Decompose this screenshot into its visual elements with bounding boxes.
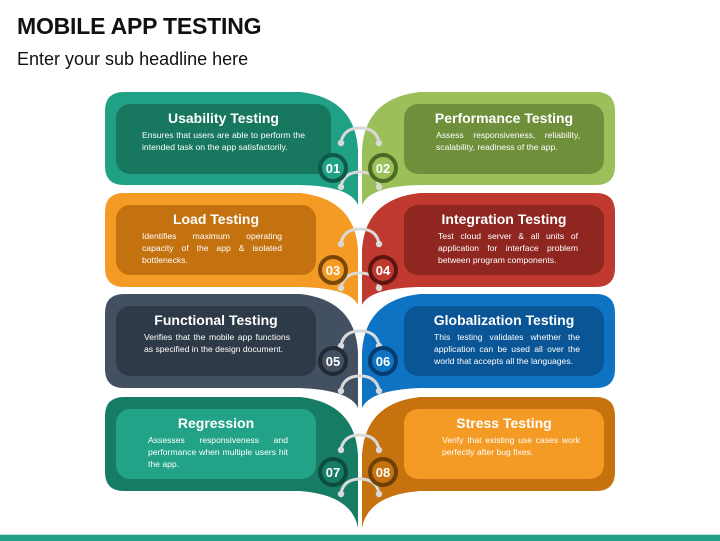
card-usability-testing: Usability Testing Ensures that users are… xyxy=(116,104,331,174)
step-number-05: 05 xyxy=(318,346,348,376)
card-title: Load Testing xyxy=(172,211,260,227)
page-title: MOBILE APP TESTING xyxy=(17,13,262,39)
card-description: Identifies maximum operating capacity of… xyxy=(142,231,282,265)
step-number-07: 07 xyxy=(318,457,348,487)
step-number-04: 04 xyxy=(368,255,398,285)
page-subtitle: Enter your sub headline here xyxy=(17,49,249,69)
card-description: Assesses responsiveness and performance … xyxy=(148,435,288,469)
card-functional-testing: Functional Testing Verifies that the mob… xyxy=(116,306,316,376)
card-regression: Regression Assesses responsiveness and p… xyxy=(116,409,316,479)
card-integration-testing: Integration Testing Test cloud server & … xyxy=(404,205,604,275)
card-title: Globalization Testing xyxy=(433,312,575,328)
card-stress-testing: Stress Testing Verify that existing use … xyxy=(404,409,604,479)
card-load-testing: Load Testing Identifies maximum operatin… xyxy=(116,205,316,275)
bottom-bar xyxy=(0,534,720,541)
card-performance-testing: Performance Testing Assess responsivenes… xyxy=(404,104,604,174)
center-spine xyxy=(358,92,362,532)
card-description: Assess responsiveness, reliability, scal… xyxy=(436,130,580,152)
card-title: Performance Testing xyxy=(434,110,574,126)
card-description: Verify that existing use cases work perf… xyxy=(442,435,580,457)
card-description: This testing validates whether the appli… xyxy=(434,332,580,366)
step-number-08: 08 xyxy=(368,457,398,487)
card-title: Usability Testing xyxy=(168,110,279,126)
step-number-01: 01 xyxy=(318,153,348,183)
step-number-06: 06 xyxy=(368,346,398,376)
step-number-02: 02 xyxy=(368,153,398,183)
step-number-03: 03 xyxy=(318,255,348,285)
card-globalization-testing: Globalization Testing This testing valid… xyxy=(404,306,604,376)
card-title: Integration Testing xyxy=(441,211,567,227)
card-title: Functional Testing xyxy=(154,312,278,328)
card-title: Regression xyxy=(177,415,255,431)
card-description: Verifies that the mobile app functions a… xyxy=(144,332,290,354)
card-description: Ensures that users are able to perform t… xyxy=(142,130,305,152)
card-title: Stress Testing xyxy=(456,415,552,431)
connector-arcs xyxy=(339,126,381,495)
card-description: Test cloud server & all units of applica… xyxy=(438,231,578,265)
